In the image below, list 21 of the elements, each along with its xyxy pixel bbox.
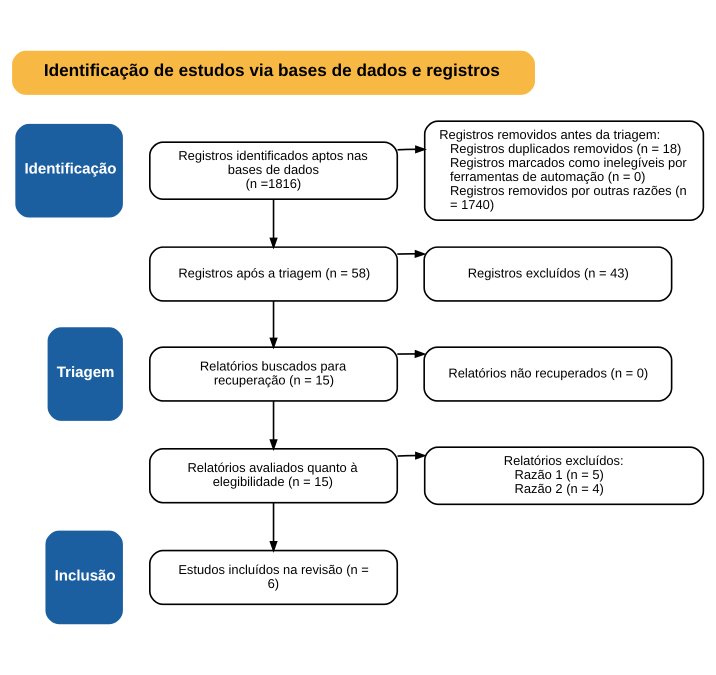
arrow [269,199,278,250]
node-box: Identificação de estudos via bases de dados e registros [12,50,535,95]
node-box: Registros excluídos (n = 43) [423,246,672,302]
node-box: Registros após a triagem (n = 58) [149,246,398,302]
arrow [269,301,278,350]
node-box: Registros removidos antes da triagem: Registros duplicados removidos (n = 18) Registros marcados como inelegíveis por ferramentas de automação (n = 0) Registros removidos por outras razões (n = 1740) [424,120,704,222]
arrow [397,250,427,258]
node-box: Estudos incluídos na revisão (n = 6) [149,550,398,606]
node-box: Inclusão [45,530,123,624]
arrow [269,502,278,553]
arrow [397,145,427,154]
node-box: Registros identificados aptos nas bases de dados (n =1816) [149,141,398,200]
node-box: Relatórios não recuperados (n = 0) [423,346,672,402]
node-box: Triagem [48,327,123,421]
arrow [269,401,278,452]
arrow [397,451,427,460]
node-box: Relatórios buscados para recuperação (n = 15) [149,346,398,402]
node-box: Relatórios excluídos: Razão 1 (n = 5) Razão 2 (n = 4) [424,446,704,506]
node-box: Relatórios avaliados quanto à elegibilidade (n = 15) [149,448,398,504]
node-box: Identificação [15,124,123,218]
arrow [397,350,427,358]
